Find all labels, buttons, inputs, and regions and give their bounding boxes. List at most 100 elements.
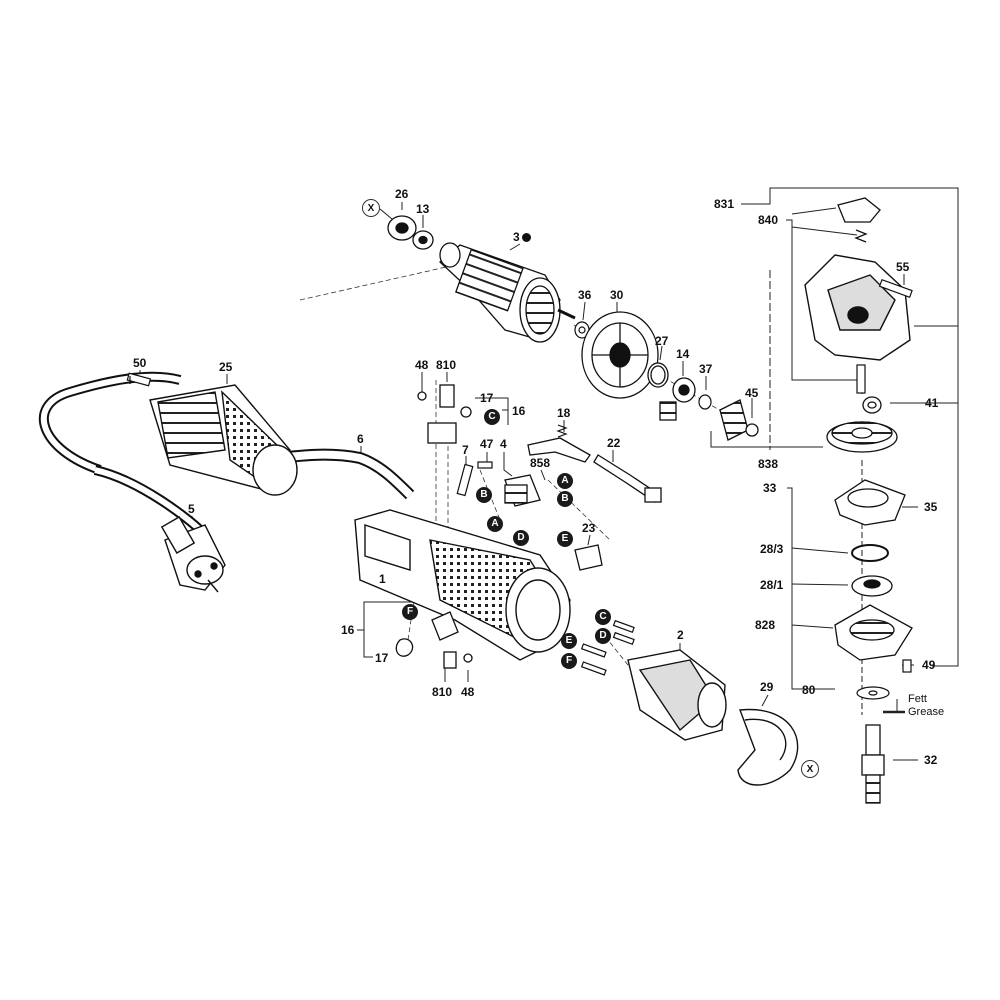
connector-badge-a-left: A [487, 516, 503, 532]
bevel-gear-838 [826, 421, 898, 453]
brush-holder-top [417, 384, 472, 444]
part-label-831: 831 [714, 197, 735, 211]
mains-plug [160, 516, 226, 593]
part-label-5: 5 [188, 502, 195, 516]
part-label-16-bottom: 16 [341, 623, 355, 637]
part-label-18: 18 [557, 406, 571, 420]
washer-37 [698, 394, 712, 410]
connector-badge-d-bottom: D [595, 628, 611, 644]
part-label-32: 32 [924, 753, 938, 767]
pinion-45 [719, 399, 759, 441]
part-label-1: 1 [379, 572, 386, 586]
part-label-30: 30 [610, 288, 624, 302]
spring-18 [556, 424, 568, 438]
part-label-25: 25 [219, 360, 233, 374]
part-label-23: 23 [582, 521, 596, 535]
bearing-26 [387, 215, 417, 241]
part-label-48-bottom: 48 [461, 685, 475, 699]
part-label-49: 49 [922, 658, 936, 672]
switch-4 [504, 474, 541, 507]
part-label-36: 36 [578, 288, 592, 302]
connector-badge-d-left: D [513, 530, 529, 546]
circlip-28-3 [851, 544, 889, 562]
fan-30 [581, 311, 659, 399]
part-label-41: 41 [925, 396, 939, 410]
bearing-13 [412, 230, 434, 250]
connector-badge-c-top: C [484, 409, 500, 425]
part-label-6: 6 [357, 432, 364, 446]
part-label-37: 37 [699, 362, 713, 376]
connector-badge-b-left: B [476, 487, 492, 503]
bearing-28-1 [851, 575, 893, 597]
part-label-26: 26 [395, 187, 409, 201]
part-label-840: 840 [758, 213, 779, 227]
part-label-28-1: 28/1 [760, 578, 784, 592]
part-23 [574, 544, 603, 571]
part-label-810-bottom: 810 [432, 685, 453, 699]
cross-reference-mark-top: X [362, 199, 380, 217]
stator-2 [627, 649, 727, 741]
cover-25 [149, 384, 298, 496]
part-label-3: 3 [513, 230, 531, 244]
clip-7 [456, 463, 474, 497]
part-label-2: 2 [677, 628, 684, 642]
grease-note-line1: Fett [908, 693, 927, 705]
screw-47 [477, 461, 493, 469]
part-label-7: 7 [462, 443, 469, 457]
part-label-14: 14 [676, 347, 690, 361]
ring-27 [647, 362, 669, 388]
connector-badge-a-right: A [557, 473, 573, 489]
part-label-47: 47 [480, 437, 494, 451]
part-label-80: 80 [802, 683, 816, 697]
connector-badge-f-left: F [402, 604, 418, 620]
bearing-flange-828 [834, 604, 913, 661]
connector-badge-e-top: E [557, 531, 573, 547]
part-label-16-top: 16 [512, 404, 526, 418]
grease-note-line2: Grease [908, 706, 945, 718]
part-label-48-top: 48 [415, 358, 429, 372]
part-label-13: 13 [416, 202, 430, 216]
part-label-55: 55 [896, 260, 910, 274]
screw-49 [902, 659, 912, 673]
brush-holder-bottom [395, 611, 473, 669]
wire-connectors [580, 619, 635, 676]
bearing-14 [659, 377, 696, 421]
washer-80 [856, 686, 890, 700]
spindle-pin [856, 364, 866, 394]
washer-36 [574, 321, 590, 339]
note-dot-icon [521, 233, 531, 243]
part-label-50: 50 [133, 356, 147, 370]
connector-badge-f-bottom: F [561, 653, 577, 669]
part-label-27: 27 [655, 334, 669, 348]
guard-29 [737, 708, 799, 786]
connector-badge-b-right: B [557, 491, 573, 507]
part-label-22: 22 [607, 436, 621, 450]
part-label-17-top: 17 [480, 391, 494, 405]
leader-lines [139, 187, 959, 761]
part-label-35: 35 [924, 500, 938, 514]
spindle-32 [861, 724, 885, 804]
connector-badge-e-bottom: E [561, 633, 577, 649]
part-label-29: 29 [760, 680, 774, 694]
motor-housing-1 [354, 509, 571, 661]
part-label-17-bottom: 17 [375, 651, 389, 665]
screw-55 [878, 278, 913, 299]
part-label-838: 838 [758, 457, 779, 471]
part-label-810-top: 810 [436, 358, 457, 372]
part-label-858: 858 [530, 456, 551, 470]
gear-housing [804, 254, 911, 361]
part-label-4: 4 [500, 437, 507, 451]
connector-badge-c-bottom: C [595, 609, 611, 625]
screw-50 [126, 372, 152, 387]
part-label-28-3: 28/3 [760, 542, 784, 556]
lock-button-840 [837, 197, 881, 243]
cross-reference-mark-bottom: X [801, 760, 819, 778]
bearing-41 [862, 396, 882, 414]
switch-18-22 [527, 437, 662, 503]
flange-33 [834, 479, 906, 526]
part-label-33: 33 [763, 481, 777, 495]
armature-3 [439, 242, 576, 343]
part-label-45: 45 [745, 386, 759, 400]
